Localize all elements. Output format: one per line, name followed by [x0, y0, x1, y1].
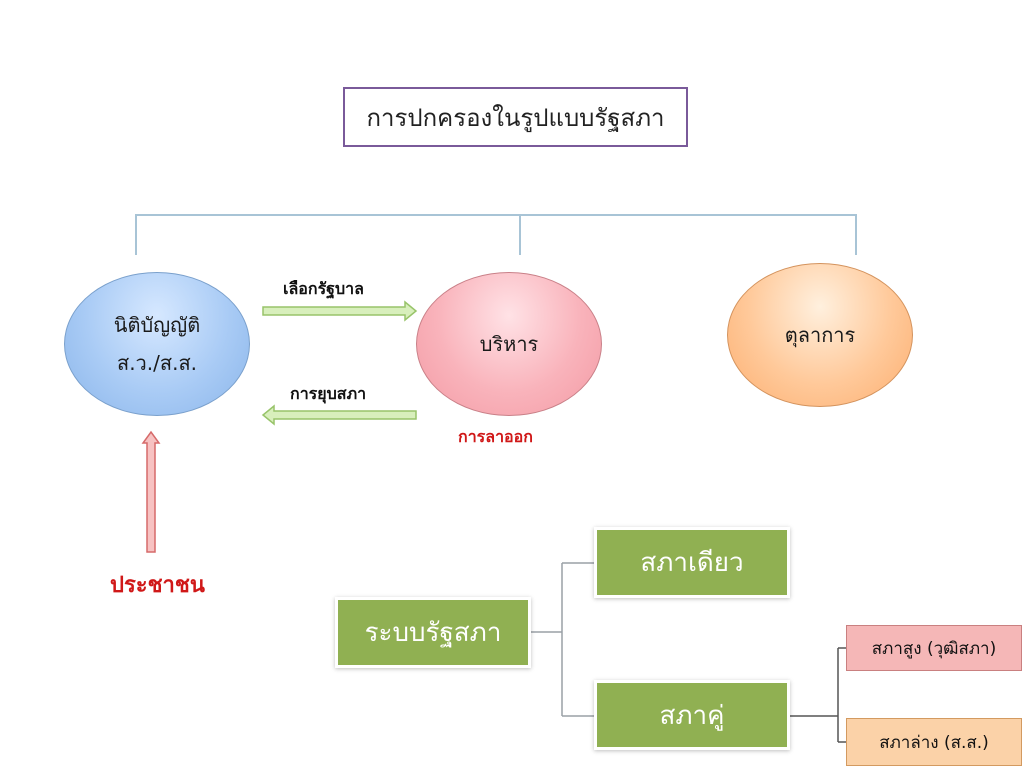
- elect-government-label: เลือกรัฐบาล: [283, 279, 364, 298]
- bicameral-connector: [787, 647, 846, 743]
- judicial-label: ตุลาการ: [784, 323, 856, 347]
- system-connector: [528, 562, 597, 717]
- dissolve-arrow: [261, 404, 417, 426]
- resign-label: การลาออก: [458, 427, 533, 446]
- elect-arrow: [262, 300, 418, 322]
- judicial-ellipse: ตุลาการ: [727, 263, 913, 407]
- tree-connector-middle: [519, 214, 521, 255]
- lower-house-box: สภาล่าง (ส.ส.): [846, 718, 1022, 766]
- people-arrow: [141, 430, 161, 553]
- upper-house-box: สภาสูง (วุฒิสภา): [846, 625, 1022, 671]
- dissolve-parliament-label: การยุบสภา: [290, 384, 367, 403]
- legislative-label: นิติบัญญัติ: [113, 313, 201, 337]
- bicameral-box: สภาคู่: [597, 683, 787, 747]
- unicameral-box: สภาเดียว: [597, 530, 787, 595]
- parliament-system-box: ระบบรัฐสภา: [338, 600, 528, 665]
- executive-ellipse: บริหาร: [416, 272, 602, 416]
- tree-connector-right: [855, 214, 857, 255]
- tree-connector-horizontal: [135, 214, 857, 216]
- tree-connector-left: [135, 214, 137, 255]
- people-label: ประชาชน: [110, 572, 205, 598]
- executive-label: บริหาร: [479, 332, 539, 356]
- legislative-members-label: ส.ว./ส.ส.: [116, 351, 198, 375]
- legislative-ellipse: นิติบัญญัติ ส.ว./ส.ส.: [64, 272, 250, 416]
- diagram-title: การปกครองในรูปแบบรัฐสภา: [343, 87, 688, 147]
